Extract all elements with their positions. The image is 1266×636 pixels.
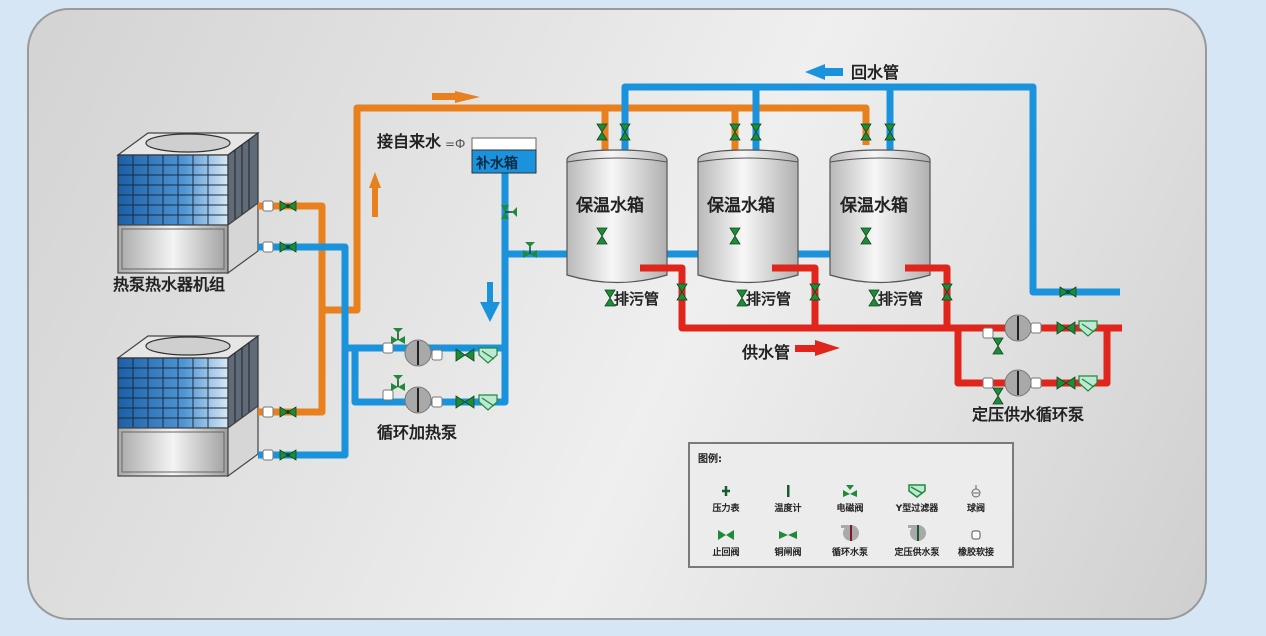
return-flow-arrow-shaft	[823, 68, 843, 76]
thermometer-icon	[787, 485, 790, 497]
y-strainer-icon	[908, 484, 926, 498]
heat-pump-unit-1	[117, 132, 259, 274]
heat-pump-unit-label: 热泵热水器机组	[113, 275, 225, 294]
drain-pipe-label-1: 排污管	[614, 290, 659, 308]
legend-label: 压力表	[712, 504, 740, 514]
constant-pressure-pump-icon[interactable]	[1004, 314, 1032, 342]
constant-pressure-pump-icon	[908, 525, 926, 541]
circulation-pump-icon	[841, 525, 859, 541]
constant-pressure-pump-row-2	[982, 369, 1098, 405]
legend-item-rubber-joint: 橡胶软接	[944, 528, 1008, 558]
tank-label-3: 保温水箱	[839, 195, 908, 216]
return-flow-arrow	[805, 64, 825, 80]
legend-label: 橡胶软接	[957, 548, 994, 558]
constant-pressure-pump-row-1	[982, 314, 1098, 355]
tank-label-2: 保温水箱	[706, 195, 775, 216]
hot-flow-arrow-up	[369, 172, 381, 188]
hot-flow-arrow-right	[455, 91, 480, 103]
cold-flow-arrow-down	[480, 302, 500, 322]
supply-flow-arrow	[815, 340, 840, 356]
legend-label: 温度计	[774, 504, 802, 514]
legend-label: 止回阀	[712, 548, 740, 558]
rubber-joint-icon	[262, 406, 274, 418]
drain-pipe-label-3: 排污管	[878, 290, 923, 308]
legend-item-y-strainer: Y型过滤器	[882, 484, 952, 514]
makeup-tank-top	[471, 137, 537, 151]
check-valve-icon	[718, 530, 734, 540]
legend-item-gate-valve: 铜闸阀	[756, 528, 820, 558]
circulation-pump-icon[interactable]	[404, 339, 432, 367]
legend-item-pressure-gauge: 压力表	[694, 484, 758, 514]
circulation-pump-icon[interactable]	[404, 386, 432, 414]
storage-tank-2	[697, 149, 799, 284]
supply-pipe	[640, 264, 1122, 387]
legend-item-ball-valve: 球阀	[944, 484, 1008, 514]
legend-item-constant-pressure-pump: 定压供水泵	[882, 524, 952, 558]
rubber-joint-icon	[262, 241, 274, 253]
circulation-heating-pump-row-2	[382, 374, 498, 414]
float-valve-icon: =Ф	[445, 137, 465, 151]
makeup-tank	[471, 149, 537, 174]
legend-item-thermometer: 温度计	[756, 484, 820, 514]
rubber-joint-icon	[262, 200, 274, 212]
return-pipe-label: 回水管	[851, 63, 899, 82]
supply-pipe-label: 供水管	[741, 343, 790, 362]
hot-flow-arrow-shaft	[372, 187, 378, 217]
legend-label: 球阀	[966, 504, 985, 514]
heat-pump-unit-2	[117, 335, 259, 477]
drain-pipe-label-2: 排污管	[746, 290, 791, 308]
storage-tank-3	[829, 149, 931, 284]
gate-valve-icon	[779, 531, 797, 539]
constant-pressure-pump-icon[interactable]	[1004, 369, 1032, 397]
legend-label: Y型过滤器	[895, 504, 939, 514]
storage-tank-1	[566, 149, 668, 284]
rubber-joint-icon	[262, 449, 274, 461]
legend-label: 定压供水泵	[894, 548, 940, 558]
pressure-gauge-icon	[722, 486, 730, 496]
makeup-tank-label: 补水箱	[475, 155, 518, 172]
circulation-heating-pump-label: 循环加热泵	[377, 423, 457, 442]
legend-title: 图例:	[698, 454, 722, 465]
ball-valve-icon	[971, 485, 981, 498]
legend: 图例: 压力表 温度计 电磁阀 Y型过滤器 球阀 止回阀 铜闸阀 循环水泵 定压…	[688, 442, 1014, 568]
tank-label-1: 保温水箱	[575, 195, 644, 216]
legend-label: 电磁阀	[836, 504, 864, 514]
constant-pressure-pump-label: 定压供水循环泵	[971, 405, 1084, 424]
legend-label: 循环水泵	[831, 548, 868, 558]
legend-item-circulation-pump: 循环水泵	[818, 524, 882, 558]
legend-item-check-valve: 止回阀	[694, 528, 758, 558]
solenoid-valve-icon	[843, 485, 857, 497]
city-water-label: 接自来水	[377, 132, 442, 151]
supply-flow-arrow-shaft	[795, 345, 817, 352]
hot-flow-arrow-shaft	[432, 93, 456, 100]
legend-label: 铜闸阀	[774, 548, 802, 558]
rubber-joint-icon	[971, 530, 981, 540]
legend-item-solenoid-valve: 电磁阀	[818, 484, 882, 514]
cold-flow-arrow-shaft	[487, 282, 493, 304]
